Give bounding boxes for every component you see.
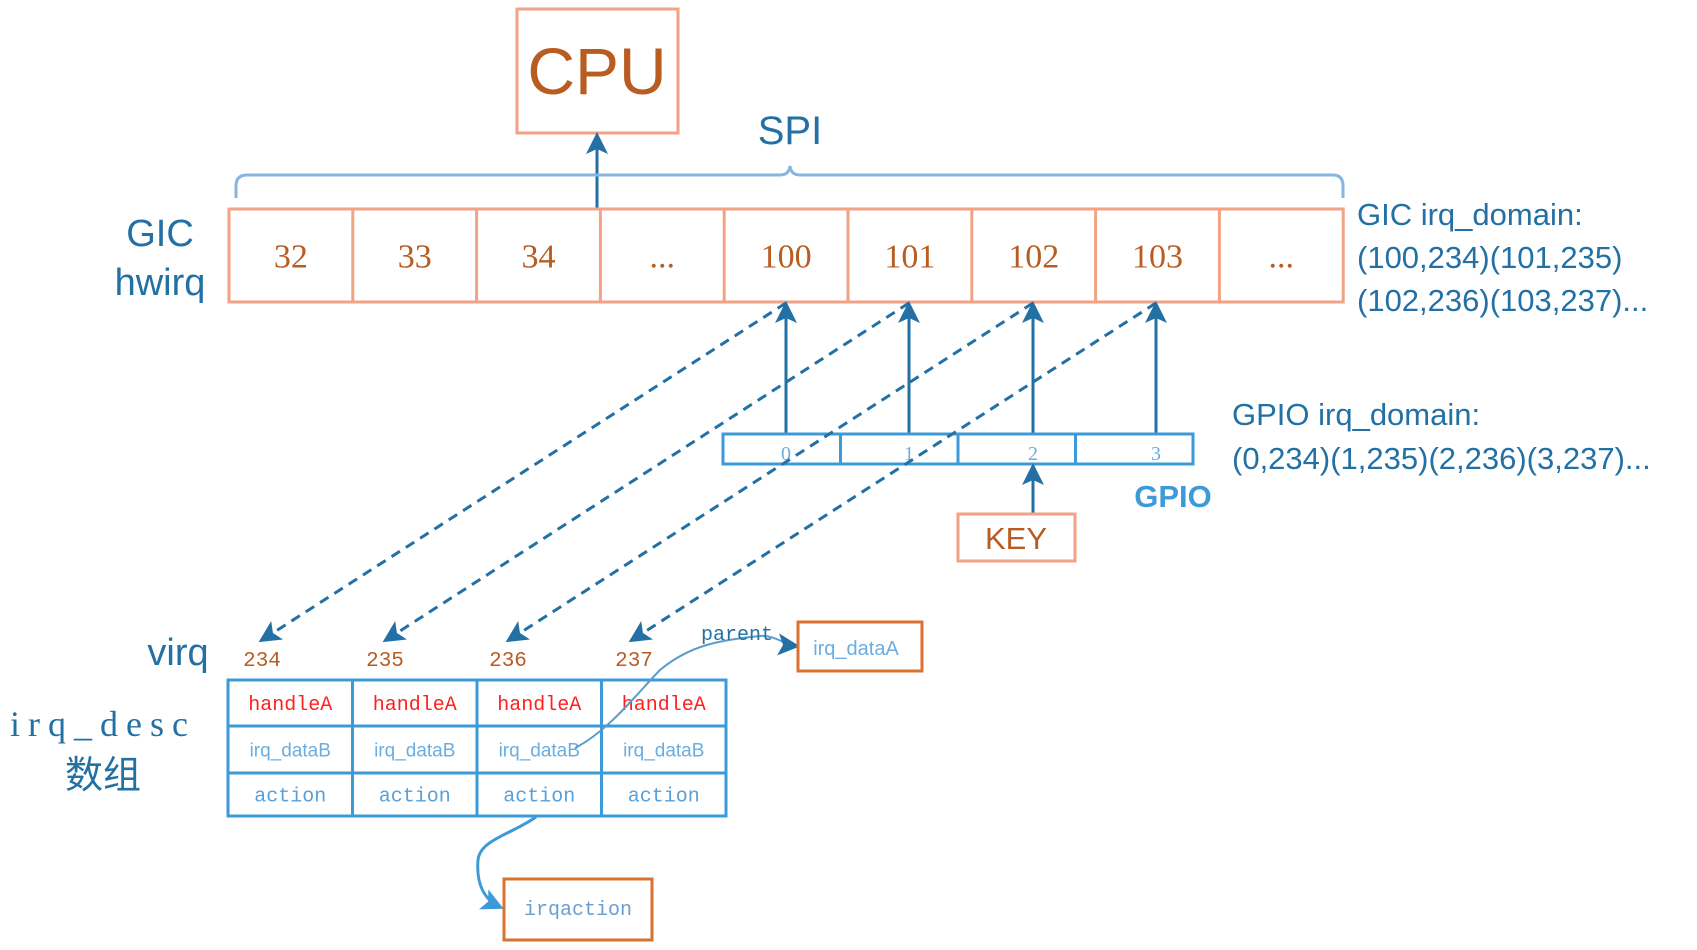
action-to-irqaction-arrow	[476, 815, 537, 910]
gpio-pin-cell: 3	[1151, 443, 1161, 465]
gpio-table: 0 1 2 3	[721, 432, 1195, 466]
cpu-box: CPU	[515, 7, 680, 135]
handle-cell: handleA	[248, 694, 332, 717]
gic-label: GIC	[126, 213, 194, 255]
irq-desc-array-label: 数组	[65, 753, 141, 797]
virq-label: virq	[147, 632, 208, 674]
gic-to-virq-dashed-arrow	[382, 301, 910, 643]
irq-data-cell: irq_dataB	[250, 741, 331, 762]
spi-label: SPI	[758, 109, 822, 153]
key-box-border	[956, 512, 1077, 563]
virq-number: 237	[615, 650, 653, 673]
irq-desc-table: handleA handleA handleA handleA irq_dataB irq…	[226, 678, 728, 818]
gpio-pin-cell: 1	[904, 443, 914, 465]
gic-hwirq-cell: 103	[1132, 239, 1183, 276]
action-cell: action	[503, 786, 575, 809]
irqaction-border	[502, 877, 654, 942]
irq-data-cell: irq_dataB	[499, 741, 580, 762]
gic-hwirq-cell: 101	[884, 239, 935, 276]
irq-data-cell: irq_dataB	[623, 741, 704, 762]
gic-hwirq-cell: 34	[522, 239, 556, 276]
gic-to-virq-dashed-arrow	[258, 301, 787, 643]
irq-data-a-box: irq_dataA	[796, 620, 924, 673]
virq-number: 234	[243, 650, 281, 673]
gic-table-border	[227, 207, 1345, 304]
irqaction-label: irqaction	[524, 899, 632, 922]
action-cell: action	[628, 786, 700, 809]
gic-hwirq-cell: ...	[1269, 239, 1295, 276]
parent-link-arrow	[574, 633, 800, 749]
action-cell: action	[254, 786, 326, 809]
irq-data-a-border	[796, 620, 924, 673]
gpio-pin-cell: 2	[1028, 443, 1038, 465]
gic-to-virq-dashed-arrow	[505, 301, 1034, 643]
gic-domain-line2: (102,236)(103,237)...	[1357, 283, 1648, 318]
gic-hwirq-table: 32 33 34... 100 101 102 103...	[227, 207, 1345, 304]
virq-number: 236	[489, 650, 527, 673]
key-box: KEY	[956, 512, 1077, 563]
cpu-label: CPU	[527, 34, 666, 108]
cpu-box-border	[515, 7, 680, 135]
gic-hwirq-cell: 100	[761, 239, 812, 276]
handle-cell: handleA	[497, 694, 581, 717]
gic-domain-line1: (100,234)(101,235)	[1357, 240, 1622, 275]
virq-numbers: 234 235 236 237	[243, 650, 653, 673]
irqaction-box: irqaction	[502, 877, 654, 942]
gic-hwirq-cell: 102	[1008, 239, 1059, 276]
gpio-label: GPIO	[1134, 479, 1212, 514]
irq-data-a-label: irq_dataA	[813, 638, 899, 660]
gic-hwirq-cell: 33	[398, 239, 432, 276]
action-cell: action	[379, 786, 451, 809]
gpio-to-gic-arrows	[775, 301, 1167, 434]
gpio-domain-title: GPIO irq_domain:	[1232, 397, 1480, 432]
parent-label: parent	[701, 624, 773, 647]
irq-data-cell: irq_dataB	[374, 741, 455, 762]
handle-cell: handleA	[373, 694, 457, 717]
gic-domain-title: GIC irq_domain:	[1357, 197, 1583, 232]
spi-brace	[234, 165, 1345, 198]
irq-desc-label: irq_desc	[10, 704, 196, 744]
gic-irq-domain-text: GIC irq_domain: (100,234)(101,235) (102,…	[1357, 197, 1648, 318]
handle-cell: handleA	[622, 694, 706, 717]
virq-number: 235	[366, 650, 404, 673]
gic-to-virq-dashed-arrow	[628, 301, 1157, 643]
gpio-irq-domain-text: GPIO irq_domain: (0,234)(1,235)(2,236)(3…	[1232, 397, 1651, 476]
key-label: KEY	[985, 521, 1047, 556]
hwirq-label: hwirq	[115, 262, 206, 304]
gic-hwirq-cell: ...	[650, 239, 676, 276]
gic-to-virq-dashed-arrows	[258, 301, 1157, 643]
gpio-pin-cell: 0	[781, 443, 791, 465]
gic-hwirq-cell: 32	[274, 239, 308, 276]
gpio-domain-line1: (0,234)(1,235)(2,236)(3,237)...	[1232, 441, 1651, 476]
